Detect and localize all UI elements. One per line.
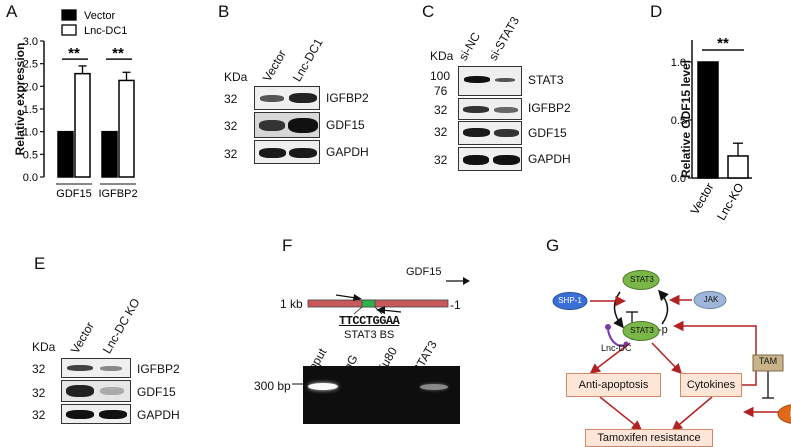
panel-a-letter: A — [6, 2, 18, 21]
panel-e-row-3: GAPDH — [137, 408, 180, 422]
panel-c-marker-5: 32 — [434, 153, 448, 167]
d-ytick-label: 0.0 — [671, 173, 686, 185]
a-ytick-label: 2.5 — [23, 59, 38, 71]
blot-b-igfbp2 — [254, 86, 320, 110]
box-tamoxifen-resistance: Tamoxifen resistance — [585, 429, 713, 447]
panel-e-lane-1: Vector — [67, 319, 98, 356]
blot-c-gapdh — [458, 147, 522, 171]
panel-d-ylabel: Relative GDF15 level — [679, 59, 693, 179]
blot-e-gapdh — [61, 404, 131, 424]
panel-c-kda: KDa — [430, 49, 454, 63]
panel-b-kda: KDa — [224, 70, 248, 84]
blot-b-gapdh — [254, 140, 320, 164]
panel-e-marker-3: 32 — [32, 408, 46, 422]
panel-e-marker-1: 32 — [32, 362, 46, 376]
d-bar — [727, 155, 749, 179]
panel-c-row-1: STAT3 — [528, 73, 564, 87]
panel-f-size-tick — [292, 383, 304, 385]
a-ytick-label: 0.5 — [23, 149, 38, 161]
panel-e-letter: E — [34, 254, 46, 273]
panel-c-marker-4: 32 — [434, 125, 448, 139]
node-tam: TAM — [758, 356, 778, 366]
panel-a-ylabel: Relative expression — [13, 42, 27, 156]
panel-c-row-4: GAPDH — [528, 152, 571, 166]
node-shp1: SHP-1 — [558, 296, 582, 305]
panel-f-promoter — [307, 277, 470, 315]
blot-e-igfbp2 — [61, 358, 131, 378]
panel-b-row-2: GDF15 — [326, 118, 365, 132]
panel-d-letter: D — [650, 2, 663, 21]
panel-f-gene: GDF15 — [406, 266, 442, 278]
panel-b-row-1: IGFBP2 — [326, 91, 369, 105]
box-cytokines: Cytokines — [680, 373, 742, 397]
a-bar — [118, 79, 135, 178]
panel-e-kda: KDa — [32, 340, 56, 354]
panel-b-marker-3: 32 — [224, 147, 238, 161]
a-bar — [101, 130, 118, 178]
d-xtick-label: Lnc-KO — [714, 181, 746, 223]
panel-f-gel — [303, 366, 460, 424]
panel-c-lane-2: si-STAT3 — [485, 14, 523, 63]
a-ytick-label: 3.0 — [23, 36, 38, 48]
panel-b-marker-1: 32 — [224, 92, 238, 106]
panel-f-right-label: -1 — [450, 298, 461, 312]
panel-g-diagram — [552, 270, 791, 431]
node-lnc-dc: Lnc-DC — [601, 343, 632, 353]
panel-c-row-3: GDF15 — [528, 126, 567, 140]
panel-f-letter: F — [282, 236, 293, 255]
panel-f-bs: STAT3 BS — [344, 329, 395, 341]
panel-c-marker-2: 76 — [434, 84, 448, 98]
panel-c-marker-3: 32 — [434, 103, 448, 117]
d-sig-label: ** — [717, 35, 729, 52]
node-stat3-p-suffix: -p — [658, 324, 668, 336]
a-ytick-label: 0.0 — [23, 172, 38, 184]
a-legend-swatch — [61, 24, 77, 36]
panel-e-row-2: GDF15 — [137, 385, 176, 399]
a-bar — [57, 130, 74, 178]
panel-b-lane-2: Lnc-DC1 — [289, 35, 326, 84]
panel-b-row-3: GAPDH — [326, 145, 369, 159]
a-sig-label: ** — [68, 45, 80, 62]
node-jak: JAK — [703, 295, 719, 304]
a-xtick-label: GDF15 — [56, 188, 91, 200]
node-stat3: STAT3 — [630, 275, 654, 284]
d-ytick-label: 0.5 — [671, 115, 686, 127]
panel-b-marker-2: 32 — [224, 119, 238, 133]
d-bar — [697, 61, 719, 179]
panel-e-lane-2: Lnc-DC KO — [99, 295, 143, 356]
panel-c-marker-1: 100 — [430, 69, 451, 83]
blot-b-gdf15 — [254, 112, 320, 138]
panel-e-marker-2: 32 — [32, 386, 46, 400]
a-legend-label: Lnc-DC1 — [84, 25, 127, 37]
a-legend-swatch — [61, 9, 77, 21]
node-stat3-p: STAT3 — [630, 326, 654, 335]
panel-b-letter: B — [218, 2, 230, 21]
panel-f-sequence: TTCCTGGAA — [339, 314, 400, 328]
blot-e-gdf15 — [61, 380, 131, 402]
panel-c-row-2: IGFBP2 — [528, 101, 571, 115]
a-ytick-label: 2.0 — [23, 81, 38, 93]
panel-b-lane-1: Vector — [259, 47, 290, 84]
panel-c-lane-1: si-NC — [455, 30, 483, 63]
panel-c-letter: C — [422, 2, 435, 21]
panel-f-size: 300 bp — [254, 379, 291, 393]
a-ytick-label: 1.5 — [23, 104, 38, 116]
panel-g-letter: G — [546, 236, 560, 255]
panel-e-row-1: IGFBP2 — [137, 362, 180, 376]
node-er: ER — [786, 409, 791, 419]
a-ytick-label: 1.0 — [23, 127, 38, 139]
a-legend-label: Vector — [84, 10, 116, 22]
a-sig-label: ** — [112, 45, 124, 62]
blot-c-igfbp2 — [458, 98, 522, 120]
a-xtick-label: IGFBP2 — [98, 188, 137, 200]
blot-c-gdf15 — [458, 121, 522, 145]
blot-c-stat3 — [458, 66, 522, 96]
d-ytick-label: 1.0 — [671, 57, 686, 69]
a-bar — [74, 72, 91, 178]
panel-f-left-label: 1 kb — [280, 297, 303, 311]
box-anti-apoptosis: Anti-apoptosis — [566, 373, 661, 397]
